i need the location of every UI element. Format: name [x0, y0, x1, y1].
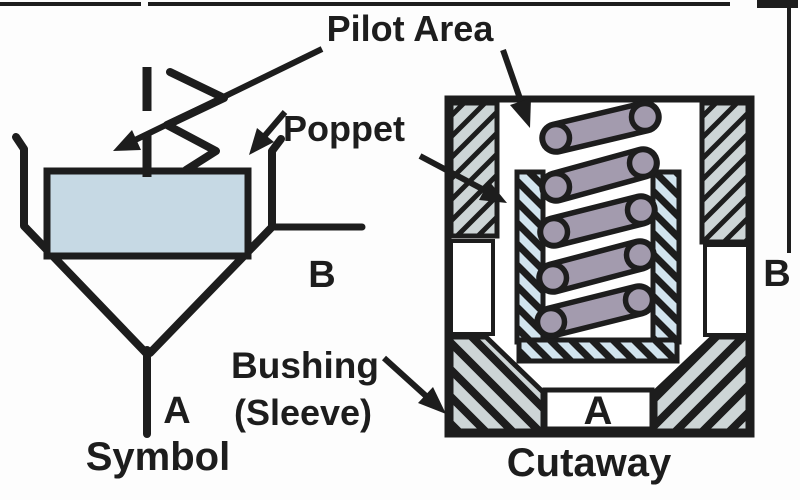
scan-blob-top-right — [757, 0, 798, 8]
port-a-label-cutaway: A — [584, 389, 613, 433]
body-wall-top-left-hatch — [448, 100, 500, 239]
pilot-area-arrow-left — [113, 46, 324, 151]
seat-line-right — [146, 135, 285, 357]
cutaway-diagram: A B Cutaway — [444, 95, 791, 485]
spring-coil-turn-1 — [539, 100, 662, 155]
bushing-arrow — [381, 355, 446, 414]
scan-line-top-left — [0, 2, 141, 6]
poppet-arrow-right — [418, 153, 507, 203]
spring-coil-turn-2 — [539, 146, 660, 204]
window-left — [449, 239, 495, 336]
poppet-label: Poppet — [283, 108, 405, 149]
poppet-arrow-left — [249, 110, 288, 155]
symbol-caption: Symbol — [86, 435, 230, 479]
seat-line-left — [12, 133, 150, 357]
bushing-sleeve-label: (Sleeve) — [234, 392, 372, 433]
spring-coil-turn-5 — [534, 283, 656, 339]
port-a-box — [542, 387, 655, 432]
bushing-sleeve — [514, 169, 682, 364]
poppet-rect — [43, 167, 252, 260]
spring-coil-turn-3 — [537, 193, 658, 249]
pilot-area-arrow-right — [500, 49, 531, 128]
scan-artifacts — [0, 0, 798, 253]
port-a-label-symbol: A — [163, 390, 190, 432]
bushing-bottom-hatch — [516, 337, 680, 364]
spring-coil — [534, 100, 662, 339]
symbol-diagram: A B Symbol — [12, 67, 366, 479]
cutaway-caption: Cutaway — [507, 441, 672, 485]
port-b-window — [703, 243, 750, 337]
scan-line-top — [148, 2, 730, 6]
spring-coil-turn-4 — [536, 238, 657, 295]
pilot-area-label: Pilot Area — [327, 8, 495, 49]
bushing-right-wall-hatch — [650, 169, 682, 345]
scan-line-right — [787, 6, 791, 253]
bushing-label: Bushing — [231, 345, 379, 386]
body-wall-top-right-hatch — [699, 100, 751, 245]
port-b-label-cutaway: B — [763, 253, 790, 295]
callouts: Pilot Area Poppet Bushing (Sleeve) — [113, 8, 531, 433]
port-b-label-symbol: B — [308, 254, 335, 296]
